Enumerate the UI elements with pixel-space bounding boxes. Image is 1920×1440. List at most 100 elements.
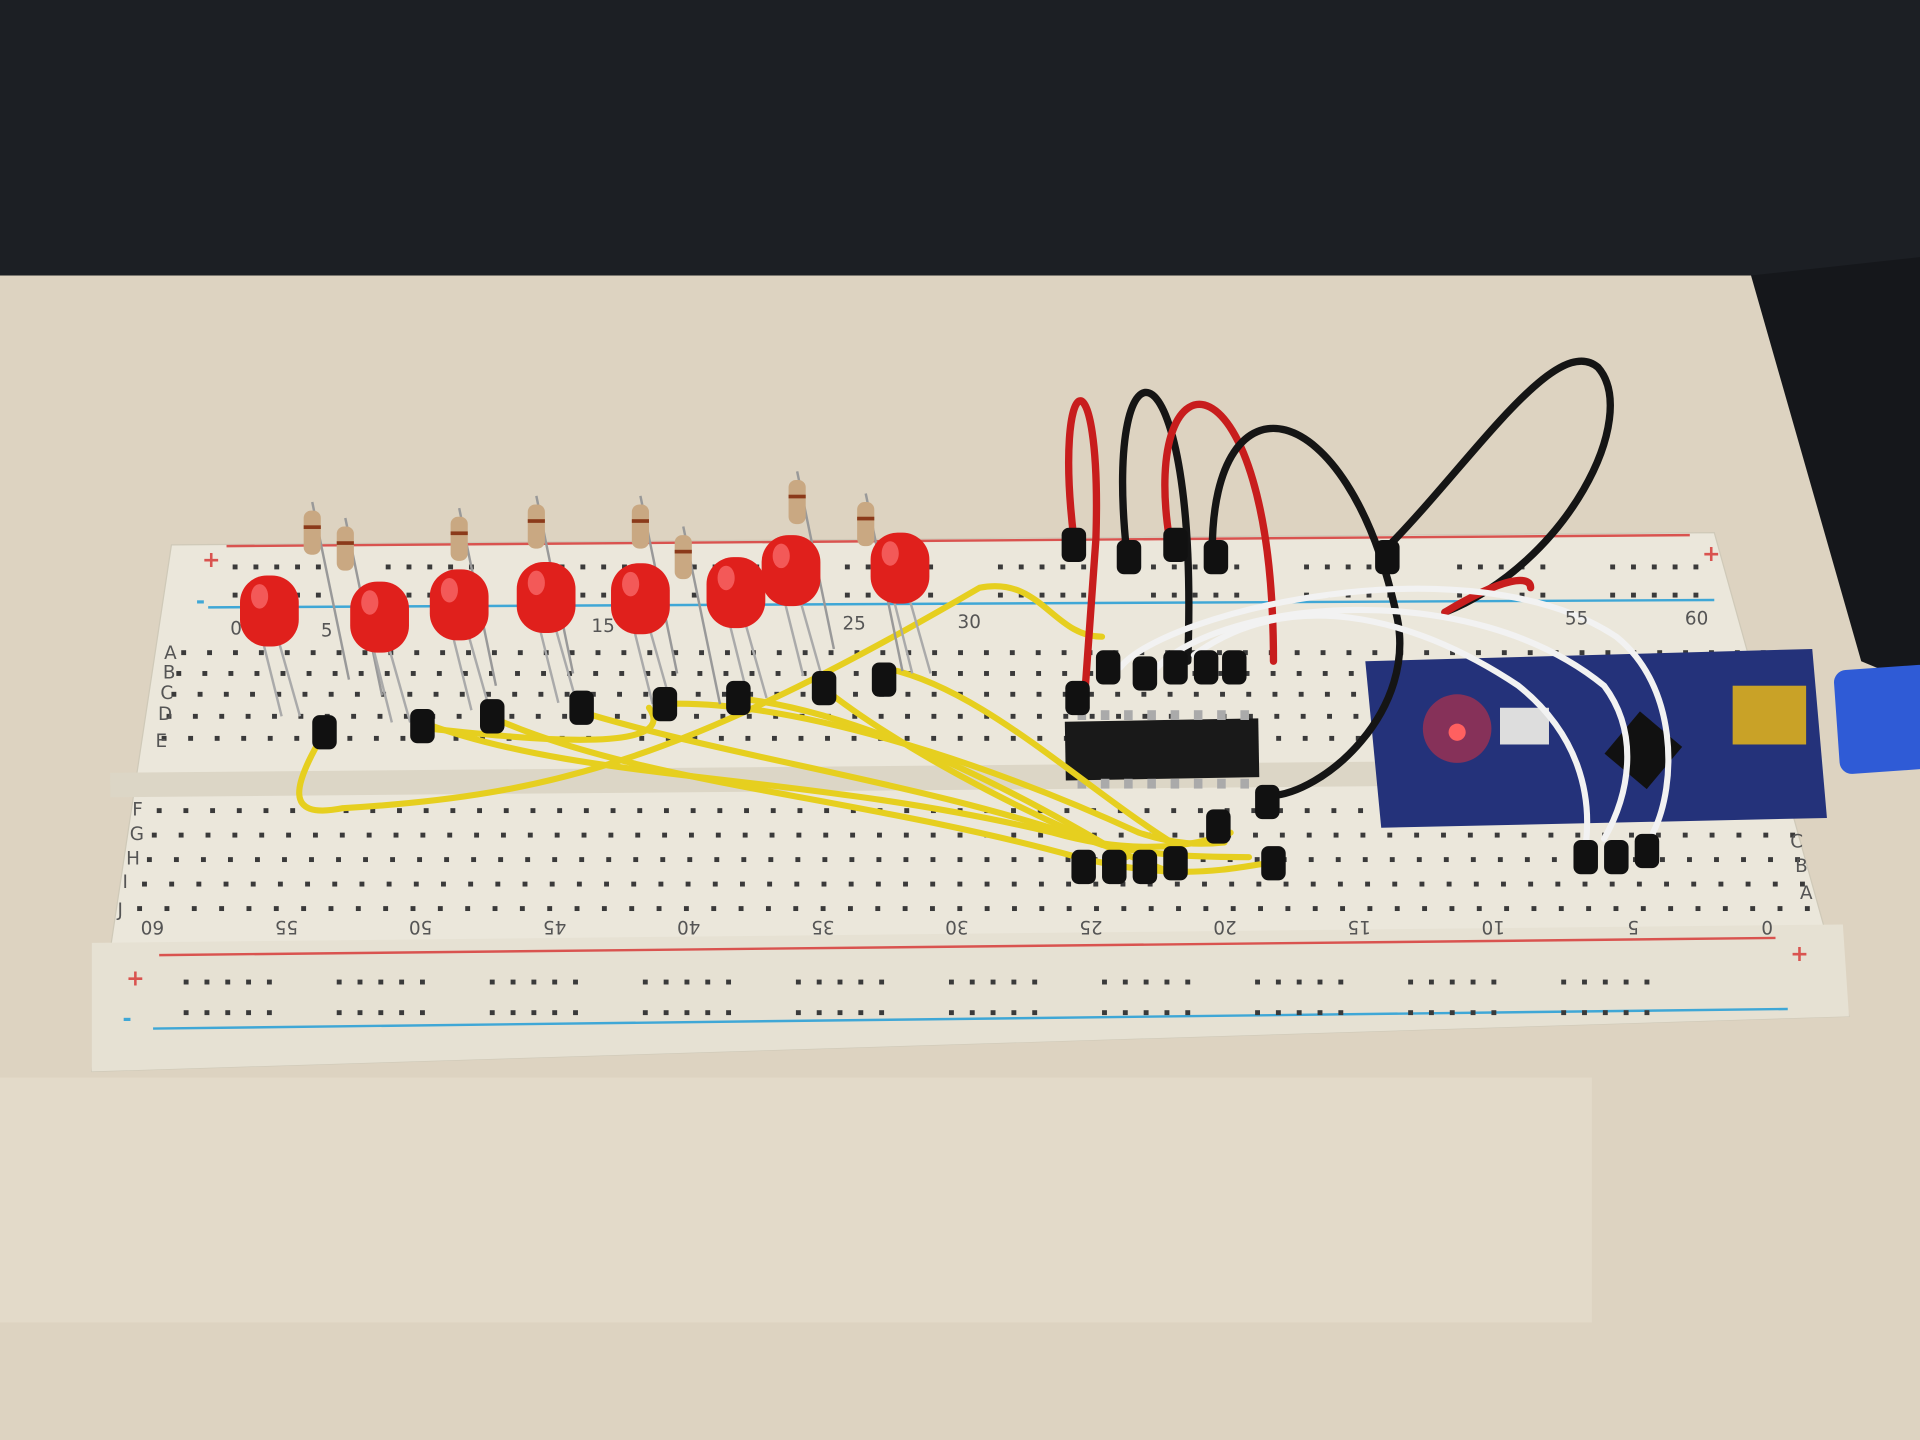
breadboard-hole	[441, 881, 446, 887]
breadboard-hole	[629, 906, 635, 912]
breadboard-hole	[1253, 832, 1258, 838]
rail-hole	[552, 979, 558, 985]
breadboard-hole	[662, 832, 668, 838]
breadboard-hole	[1294, 650, 1300, 656]
breadboard-hole	[450, 808, 456, 814]
rail-hole	[1255, 1010, 1260, 1016]
breadboard-hole	[339, 832, 345, 838]
breadboard-hole	[1116, 713, 1121, 719]
rail-hole	[1428, 979, 1434, 985]
breadboard-hole	[617, 691, 623, 697]
rail-hole	[1449, 1010, 1455, 1016]
column-number: 35	[811, 916, 834, 937]
red-led	[611, 563, 670, 635]
breadboard-hole	[690, 808, 696, 814]
rail-hole	[510, 1010, 516, 1016]
resistor-band	[527, 519, 545, 523]
breadboard-hole	[1655, 832, 1661, 838]
rail-hole	[399, 1010, 405, 1016]
breadboard-hole	[1422, 906, 1428, 912]
breadboard-hole	[403, 713, 409, 719]
breadboard-hole	[1772, 881, 1778, 887]
led-highlight	[440, 577, 458, 603]
breadboard-hole	[363, 857, 368, 863]
rail-hole	[663, 979, 669, 985]
plus-label: +	[1702, 542, 1720, 567]
rail-hole	[1039, 564, 1045, 570]
breadboard-hole	[171, 691, 177, 697]
breadboard-hole	[1605, 650, 1611, 656]
breadboard-hole	[1144, 808, 1150, 814]
breadboard-hole	[717, 808, 723, 814]
ic-pin	[1077, 778, 1087, 789]
breadboard-hole	[1310, 881, 1316, 887]
breadboard-hole	[1790, 832, 1796, 838]
rail-hole	[246, 1010, 252, 1016]
rail-hole	[844, 592, 850, 598]
breadboard-hole	[1718, 881, 1724, 887]
breadboard-hole	[1691, 881, 1697, 887]
rail-hole	[1693, 564, 1699, 570]
breadboard-hole	[245, 713, 251, 719]
breadboard-hole	[958, 650, 963, 656]
rail-hole	[1693, 592, 1699, 598]
breadboard-hole	[1279, 832, 1285, 838]
led-lead	[372, 648, 394, 723]
breadboard-hole	[1331, 808, 1337, 814]
breadboard-hole	[1202, 881, 1207, 887]
breadboard-hole	[535, 713, 541, 719]
breadboard-hole	[721, 691, 727, 697]
rail-hole	[232, 592, 238, 598]
led-lead	[451, 636, 473, 711]
breadboard-hole	[223, 691, 229, 697]
rail-hole	[274, 564, 280, 570]
column-number: 60	[1685, 608, 1708, 629]
rail-hole	[357, 1010, 363, 1016]
breadboard-hole	[1414, 832, 1420, 838]
led-lead	[388, 648, 412, 723]
breadboard-hole	[1118, 832, 1124, 838]
jumper-plug	[811, 671, 837, 706]
rail-hole	[1631, 564, 1636, 570]
jumper-plug	[1193, 650, 1219, 685]
ic-pin	[1100, 710, 1110, 720]
ic-pin	[1100, 778, 1110, 789]
breadboard-hole	[1389, 857, 1395, 863]
breadboard-hole	[1795, 857, 1800, 863]
breadboard-hole	[332, 671, 338, 676]
breadboard-hole	[984, 671, 989, 676]
red-led	[350, 581, 409, 653]
breadboard-hole	[773, 713, 779, 719]
breadboard-hole	[656, 906, 662, 912]
breadboard-hole	[1010, 671, 1016, 676]
breadboard-hole	[1276, 735, 1282, 741]
breadboard-hole	[1450, 650, 1455, 656]
breadboard-hole	[1172, 832, 1178, 838]
breadboard-hole	[957, 857, 963, 863]
led-lead	[262, 642, 283, 717]
breadboard-hole	[173, 857, 179, 863]
breadboard-hole	[525, 857, 531, 863]
breadboard-hole	[1372, 650, 1378, 656]
rail-hole	[357, 979, 363, 985]
breadboard-hole	[723, 671, 729, 676]
breadboard-hole	[1741, 857, 1746, 863]
breadboard-hole	[196, 881, 202, 887]
breadboard-hole	[1333, 832, 1339, 838]
rail-hole	[1644, 1010, 1650, 1016]
rail-hole	[1317, 979, 1323, 985]
breadboard-hole	[608, 832, 614, 838]
column-number: 60	[141, 916, 164, 937]
breadboard-hole	[420, 832, 426, 838]
breadboard-hole	[219, 906, 225, 912]
breadboard-hole	[1011, 881, 1017, 887]
column-number: 25	[1079, 916, 1102, 937]
breadboard-hole	[821, 881, 827, 887]
breadboard-hole	[301, 906, 307, 912]
jumper-plug	[1255, 784, 1280, 820]
breadboard-hole	[383, 906, 389, 912]
rail-hole	[253, 564, 259, 570]
breadboard-hole	[471, 857, 477, 863]
breadboard-hole	[280, 671, 286, 676]
breadboard-hole	[414, 650, 420, 656]
